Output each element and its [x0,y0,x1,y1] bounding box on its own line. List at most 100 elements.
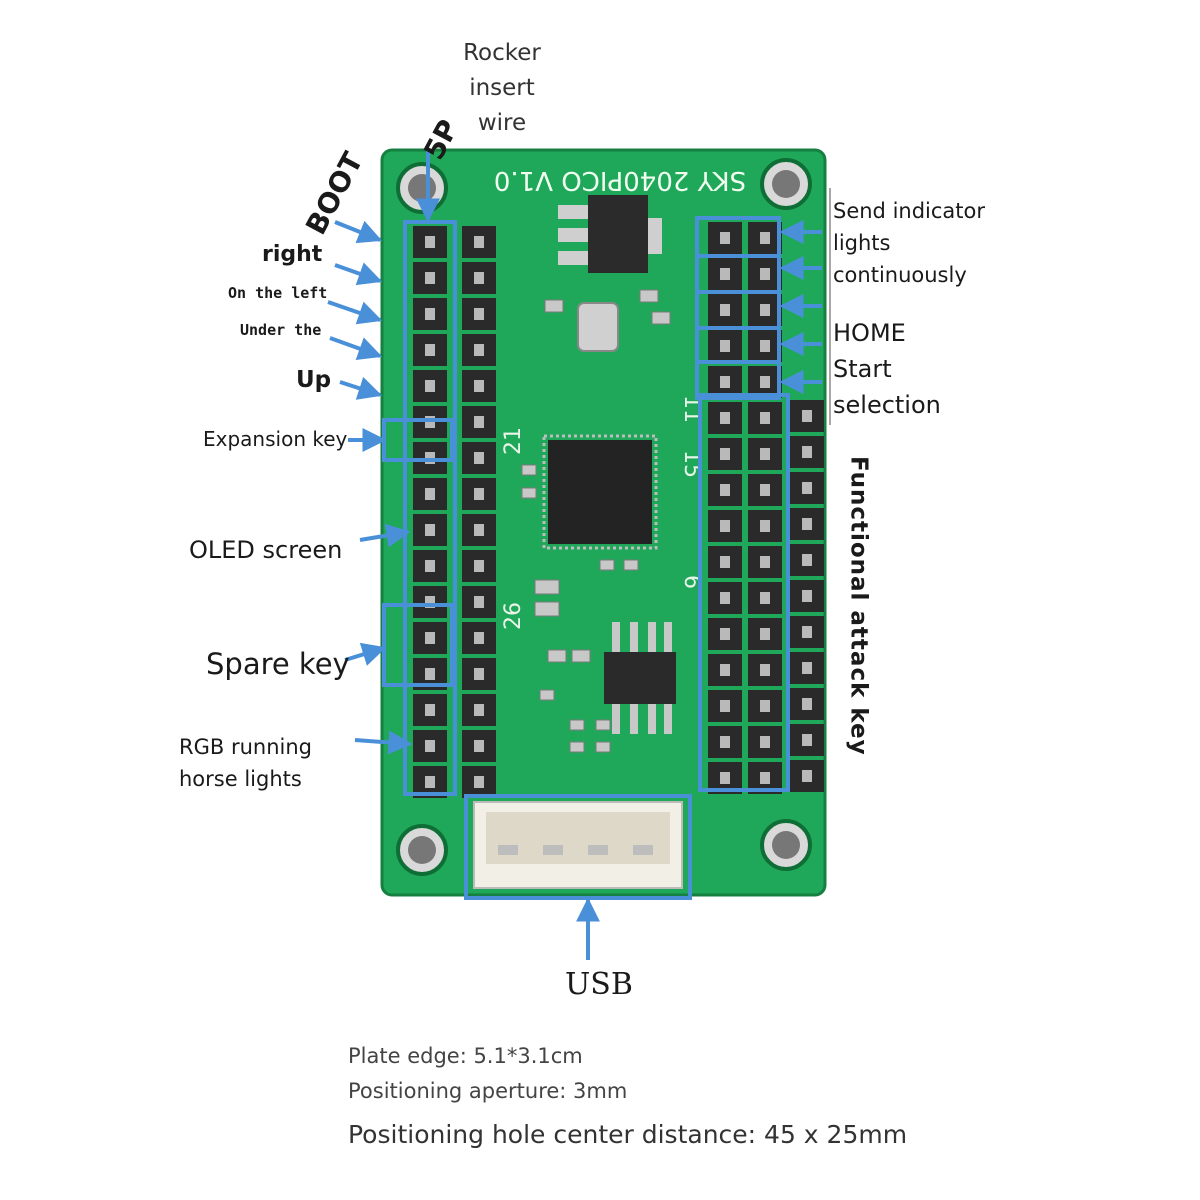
left-header-a-pin-metal [425,488,435,500]
spec-hole-distance: Positioning hole center distance: 45 x 2… [348,1120,908,1149]
label-expansion-key: Expansion key [203,427,348,451]
arrow-on-left [327,300,383,325]
mounting-hole-bottom-right [760,819,812,871]
left-header-b-pin-metal [474,380,484,392]
arrow-boot [334,220,383,244]
left-header-b-pin-metal [474,236,484,248]
right-header-c-pin-metal [802,446,812,458]
box-right-attack [698,393,790,792]
label-up: Up [296,367,332,393]
usb-connector [473,801,683,889]
left-header-b-pin-metal [474,524,484,536]
left-header-a-pin-metal [425,344,435,356]
right-header-c-pin-metal [802,662,812,674]
right-header-b-pin-metal [760,412,770,424]
arrow-up [339,376,383,400]
right-header-a-pin-metal [720,664,730,676]
right-header-a-pin-metal [720,268,730,280]
mounting-hole-top-left [396,162,448,214]
right-header-c-pin-metal [802,518,812,530]
mounting-hole-bottom-left [396,824,448,876]
right-header-b-pin-metal [760,628,770,640]
right-header-a-pin-metal [720,232,730,244]
left-header-b-pin-metal [474,632,484,644]
arrow-under [329,336,383,360]
label-usb: USB [565,967,633,1002]
left-header-b-pin-metal [474,740,484,752]
label-send-indicator: Send indicator lights continuously [833,195,993,291]
right-header-c-pin-metal [802,698,812,710]
left-header-a-pin-metal [425,560,435,572]
right-header-a-pin-metal [720,304,730,316]
label-send-text: Send indicator lights continuously [833,199,986,287]
label-rgb-text: RGB running horse lights [179,735,312,791]
right-header-b-pin-metal [760,340,770,352]
right-header-c-pin-metal [802,482,812,494]
right-header-c-pin-metal [802,770,812,782]
right-header-b-pin-metal [760,376,770,388]
label-home-text: HOME Start selection [833,319,941,419]
right-header-c-pin-metal [802,626,812,638]
label-right: right [262,242,323,267]
crystal-oscillator [577,302,619,352]
left-header-b-pin-metal [474,308,484,320]
left-pin-headers [413,226,496,798]
right-header-a-pin-metal [720,412,730,424]
arrow-rgb [354,730,413,755]
label-spare-key: Spare key [206,647,350,681]
left-header-b-pin-metal [474,344,484,356]
right-header-a-pin-metal [720,448,730,460]
label-functional-attack-key: Functional attack key [845,456,872,756]
right-header-a-pin-metal [720,340,730,352]
right-header-b-pin-metal [760,304,770,316]
right-header-b-pin-metal [760,664,770,676]
right-header-b-pin-metal [760,484,770,496]
left-header-a-pin-metal [425,308,435,320]
right-header-b-pin-metal [760,772,770,784]
left-header-a-pin-metal [425,596,435,608]
arrow-spare [344,642,387,666]
right-header-c-pin-metal [802,554,812,566]
left-header-a-pin-metal [425,740,435,752]
right-header-a-pin-metal [720,484,730,496]
left-header-b-pin-metal [474,704,484,716]
left-header-b-pin-metal [474,452,484,464]
label-under-the: Under the [240,321,322,339]
flash-chip [604,622,676,734]
right-header-b-pin-metal [760,520,770,532]
left-header-b-pin-metal [474,488,484,500]
pin-number-21: 21 [501,427,526,455]
left-header-b-pin-metal [474,776,484,788]
label-home-start: HOME Start selection [833,315,953,423]
right-pin-headers [708,222,824,794]
left-header-b-pin-metal [474,668,484,680]
right-header-b-pin-metal [760,700,770,712]
right-header-b-pin-metal [760,592,770,604]
left-header-a-pin-metal [425,236,435,248]
right-header-a-pin-metal [720,628,730,640]
smd-components [521,289,671,753]
left-header-a-pin-metal [425,776,435,788]
box-right-functions [695,216,781,400]
mounting-hole-top-right [760,158,812,210]
right-header-a-pin-metal [720,376,730,388]
voltage-regulator [558,195,662,273]
left-header-b-pin-metal [474,272,484,284]
right-header-a-pin-metal [720,592,730,604]
left-header-b-pin-metal [474,560,484,572]
board-silkscreen-title: SKY 2040PICO V1.0 [494,165,746,195]
right-header-a-pin-metal [720,772,730,784]
spec-plate-edge: Plate edge: 5.1*3.1cm [348,1044,583,1068]
left-header-a-pin-metal [425,380,435,392]
label-rocker-insert-wire: Rocker insert wire [463,40,541,136]
right-header-b-pin-metal [760,448,770,460]
right-header-b-pin-metal [760,232,770,244]
annotation-arrows [327,150,822,960]
right-header-a-pin-metal [720,520,730,532]
right-header-b-pin-metal [760,556,770,568]
arrow-right [334,262,383,286]
left-header-a-pin-metal [425,272,435,284]
label-rgb-lights: RGB running horse lights [179,731,329,795]
